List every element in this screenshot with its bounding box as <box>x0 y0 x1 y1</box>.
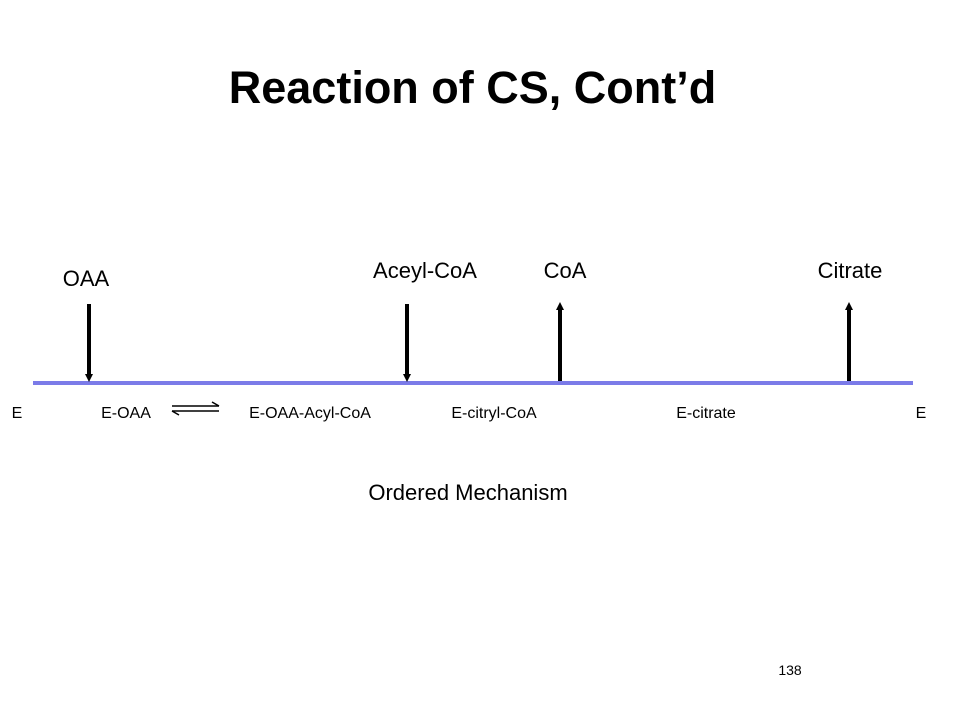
substrate-label-oaa: OAA <box>63 266 110 291</box>
state-label-e-citryl-coa: E-citryl-CoA <box>451 405 537 422</box>
product-label-citrate: Citrate <box>818 258 883 283</box>
substrate-label-acetyl-coa: Aceyl-CoA <box>373 258 477 283</box>
slide-title: Reaction of CS, Cont’d <box>228 62 717 113</box>
state-label-e-start: E <box>12 405 23 422</box>
product-label-coa: CoA <box>544 258 587 283</box>
state-label-e-end: E <box>916 405 927 422</box>
state-label-e-citrate: E-citrate <box>676 405 736 422</box>
state-label-e-oaa-acyl-coa: E-OAA-Acyl-CoA <box>249 405 371 422</box>
mechanism-caption: Ordered Mechanism <box>368 480 568 505</box>
state-label-e-oaa: E-OAA <box>101 405 151 422</box>
equilibrium-arrows <box>171 401 220 416</box>
page-number: 138 <box>778 662 802 678</box>
